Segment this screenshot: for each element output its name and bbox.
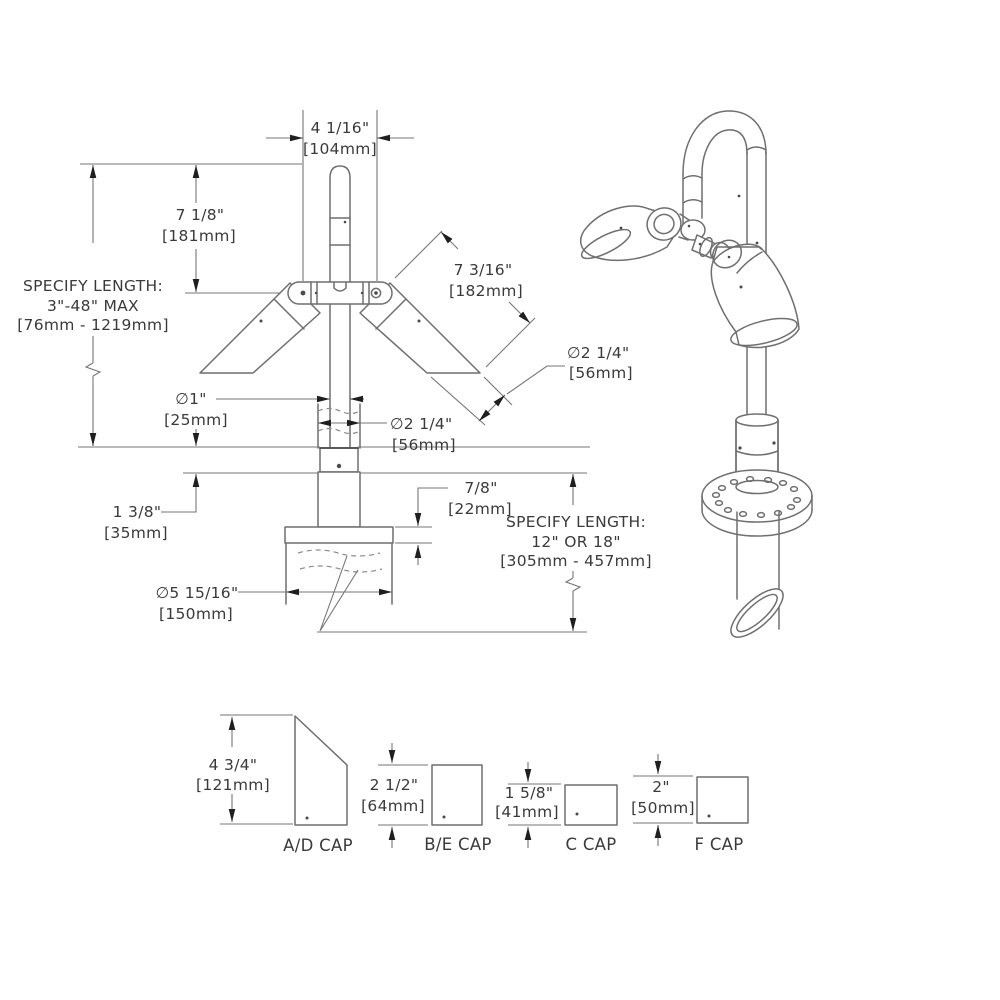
left-lamp-head-3d [580, 205, 690, 262]
dim-specify-pole: SPECIFY LENGTH: 3"-48" MAX [76mm - 1219m… [17, 165, 169, 446]
mounting-bracket [287, 281, 393, 305]
dim-collar-height: 1 3/8" [35mm] [104, 429, 200, 542]
dim-collar-height-mm: [35mm] [104, 524, 168, 542]
dim-specify-sleeve-l3: [305mm - 457mm] [500, 552, 652, 570]
dim-flange-thickness: 7/8" [22mm] [414, 479, 512, 565]
sleeve-leader [319, 555, 359, 632]
dim-ground-sleeve-dia-in: ∅5 15/16" [156, 584, 239, 602]
front-view: 4 1/16" [104mm] 7 1/8" [181mm] SPECIFY L… [17, 110, 652, 633]
dim-head-dia-mm: [56mm] [569, 364, 633, 382]
dim-sleeve-dia-mm: [56mm] [392, 436, 456, 454]
dim-pole-exposed-in: 7 1/8" [176, 206, 225, 224]
iso-view [580, 110, 813, 638]
cap-f-dim-mm: [50mm] [631, 799, 695, 817]
dim-ground-sleeve-dia: ∅5 15/16" [150mm] [156, 584, 392, 623]
dim-specify-pole-l2: 3"-48" MAX [47, 297, 139, 315]
cap-ad-name: A/D CAP [283, 836, 353, 855]
dim-collar-height-in: 1 3/8" [113, 503, 162, 521]
dim-specify-sleeve: SPECIFY LENGTH: 12" OR 18" [305mm - 457m… [500, 474, 652, 631]
cap-f-name: F CAP [695, 835, 744, 854]
dim-sleeve-dia: ∅2 1/4" [56mm] [318, 415, 456, 454]
pole [329, 165, 351, 449]
dim-pole-dia-in: ∅1" [175, 390, 206, 408]
cap-ad-dim-mm: [121mm] [196, 776, 270, 794]
dim-flange-thickness-mm: [22mm] [448, 500, 512, 518]
flange-bolt-holes [711, 475, 802, 519]
sleeve-flange [284, 526, 394, 544]
cap-profiles: 4 3/4" [121mm] A/D CAP 2 1/2" [64mm] B/E… [196, 714, 749, 855]
dim-specify-pole-l1: SPECIFY LENGTH: [23, 277, 163, 295]
sleeve-body [317, 471, 361, 528]
dim-pole-exposed-mm: [181mm] [162, 227, 236, 245]
dim-top-width: 4 1/16" [104mm] [266, 110, 414, 281]
cap-be-dim-in: 2 1/2" [370, 776, 419, 794]
dim-specify-sleeve-l2: 12" OR 18" [531, 533, 621, 551]
dim-sleeve-dia-in: ∅2 1/4" [390, 415, 452, 433]
cap-f-dim-in: 2" [652, 778, 670, 796]
dim-specify-sleeve-l1: SPECIFY LENGTH: [506, 513, 646, 531]
dim-head-length-mm: [182mm] [449, 282, 523, 300]
dim-head-length-in: 7 3/16" [454, 261, 513, 279]
cap-c: 1 5/8" [41mm] C CAP [495, 762, 618, 854]
dim-top-width-in: 4 1/16" [311, 119, 370, 137]
front-lamp-head-3d [710, 239, 800, 349]
reference-lines [78, 163, 590, 633]
dim-pole-dia: ∅1" [25mm] [164, 390, 364, 429]
ground-sleeve [284, 403, 394, 632]
cap-f: 2" [50mm] F CAP [631, 754, 749, 854]
dim-pole-dia-mm: [25mm] [164, 411, 228, 429]
cap-c-dim-in: 1 5/8" [505, 784, 554, 802]
dim-specify-pole-l3: [76mm - 1219mm] [17, 316, 169, 334]
cap-be: 2 1/2" [64mm] B/E CAP [361, 743, 491, 854]
cap-ad-dim-in: 4 3/4" [209, 756, 258, 774]
cap-c-dim-mm: [41mm] [495, 803, 559, 821]
ground-spike-3d [730, 511, 784, 638]
dim-head-dia-in: ∅2 1/4" [567, 344, 629, 362]
dim-head-dia: ∅2 1/4" [56mm] [430, 344, 633, 426]
cap-be-name: B/E CAP [424, 835, 491, 854]
flange-3d [701, 469, 813, 537]
cap-ad: 4 3/4" [121mm] A/D CAP [196, 714, 353, 855]
cap-c-name: C CAP [565, 835, 616, 854]
sleeve-collar [319, 447, 359, 473]
dim-ground-sleeve-dia-mm: [150mm] [159, 605, 233, 623]
dim-flange-thickness-in: 7/8" [464, 479, 497, 497]
dim-top-width-mm: [104mm] [303, 140, 377, 158]
dim-head-length: 7 3/16" [182mm] [394, 230, 536, 368]
dim-pole-exposed: 7 1/8" [181mm] [162, 165, 236, 292]
cap-be-dim-mm: [64mm] [361, 797, 425, 815]
